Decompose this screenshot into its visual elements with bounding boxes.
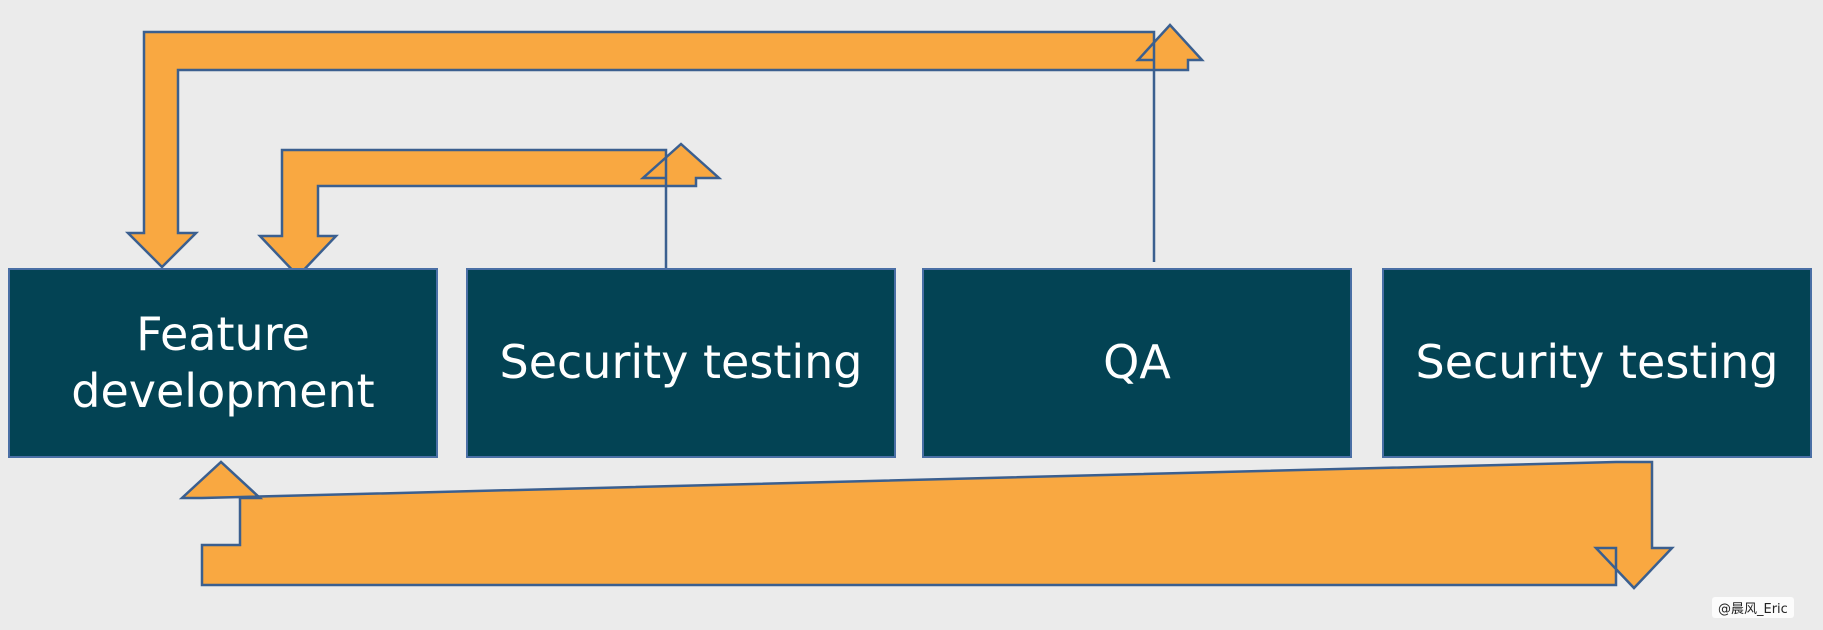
stage-label: Security testing bbox=[1415, 335, 1779, 390]
watermark: @晨风_Eric bbox=[1712, 597, 1794, 618]
stage-box-feature-development: Feature development bbox=[8, 268, 438, 458]
stage-label: QA bbox=[1103, 335, 1171, 390]
stage-box-security-testing-2: Security testing bbox=[1382, 268, 1812, 458]
stage-label: Security testing bbox=[499, 335, 863, 390]
loop-arrow-security-testing-2-to-feature-development bbox=[178, 460, 1675, 590]
loop-arrow-security-testing-to-feature-development bbox=[257, 142, 723, 278]
loop-arrow-qa-to-feature-development bbox=[124, 23, 1205, 269]
stage-box-security-testing: Security testing bbox=[466, 268, 896, 458]
stage-label: Feature development bbox=[71, 306, 375, 419]
stage-box-qa: QA bbox=[922, 268, 1352, 458]
